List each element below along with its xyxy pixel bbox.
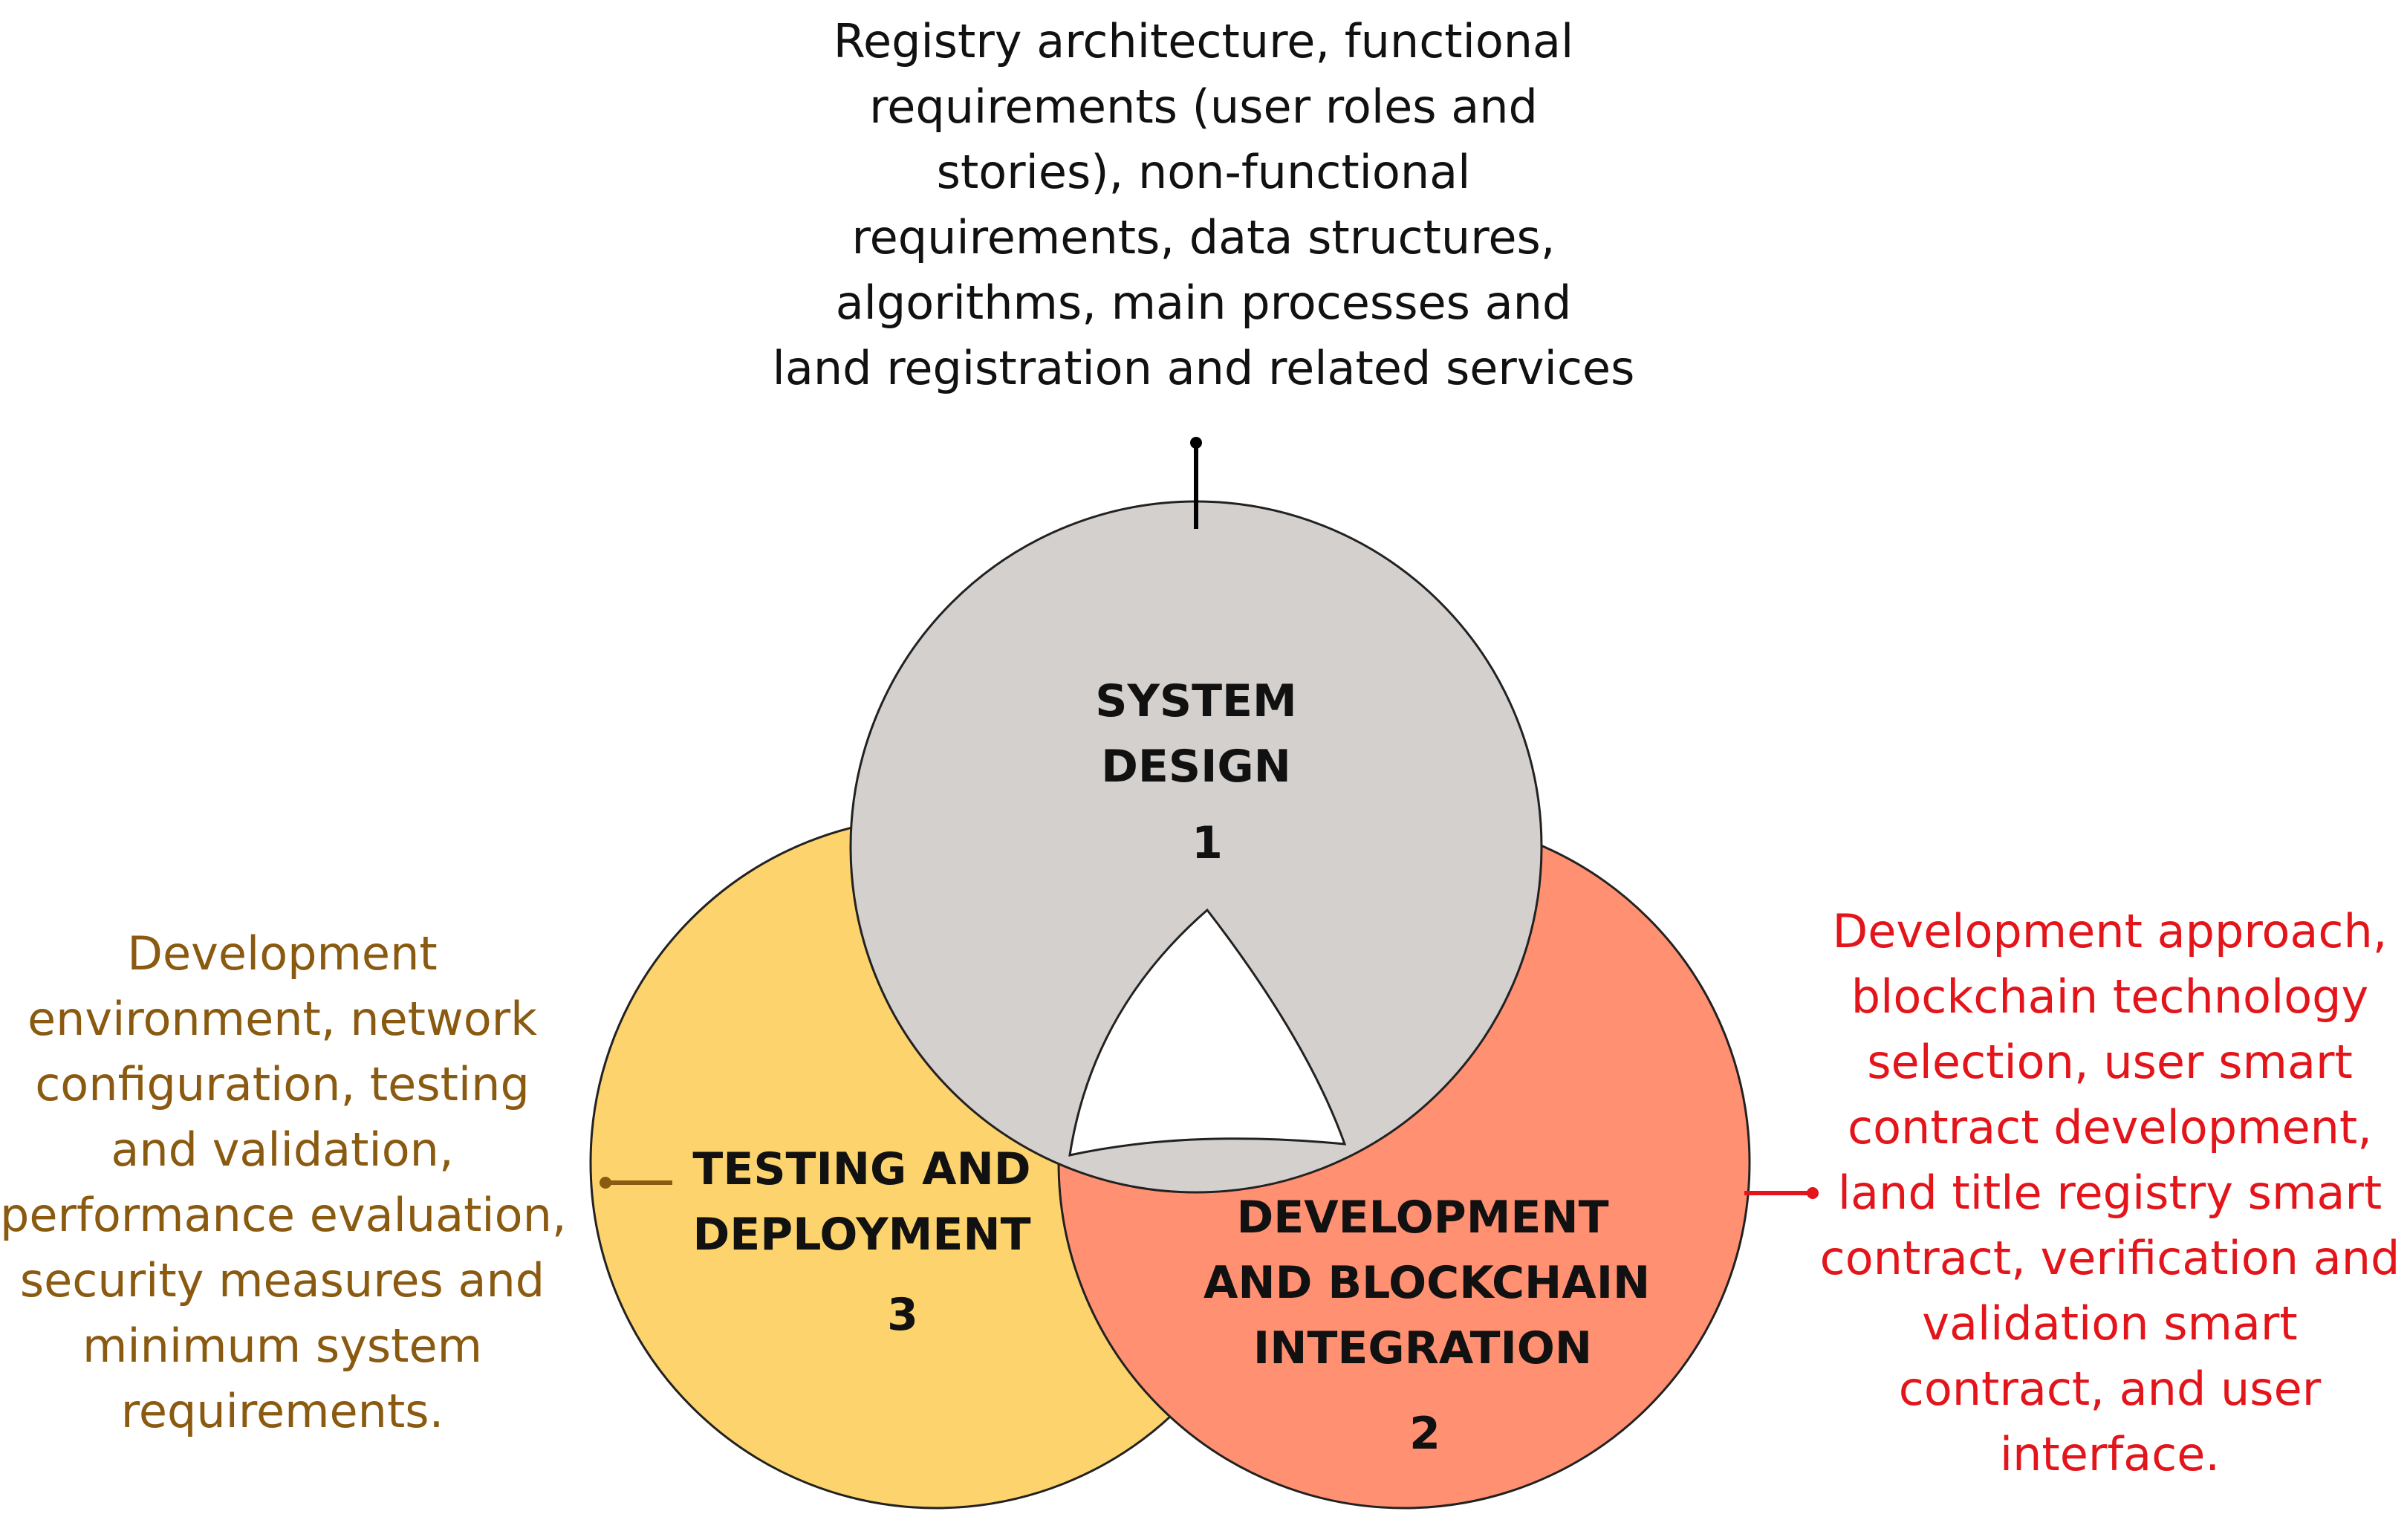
description-line: Registry architecture, functional bbox=[833, 14, 1574, 68]
description-line: security measures and bbox=[19, 1253, 545, 1307]
description-line: minimum system bbox=[82, 1319, 483, 1373]
system-design-description: Registry architecture, functional requir… bbox=[765, 9, 1642, 401]
top-connector-dot bbox=[1190, 437, 1202, 449]
description-line: configuration, testing bbox=[35, 1057, 530, 1111]
description-line: stories), non-functional bbox=[936, 145, 1471, 199]
phase-label-line: TESTING AND bbox=[692, 1143, 1031, 1195]
testing-deployment-description: Development environment, network configu… bbox=[0, 921, 567, 1444]
description-line: Development approach, bbox=[1832, 904, 2388, 958]
development-number: 2 bbox=[1409, 1408, 1440, 1460]
development-label: DEVELOPMENT AND BLOCKCHAIN INTEGRATION bbox=[1204, 1185, 1651, 1381]
center-empty-region bbox=[1068, 908, 1347, 1157]
system-design-label: SYSTEM DESIGN bbox=[1010, 669, 1382, 799]
description-line: requirements. bbox=[120, 1384, 444, 1438]
testing-deployment-label: TESTING AND DEPLOYMENT bbox=[669, 1137, 1055, 1267]
description-line: contract, and user bbox=[1898, 1362, 2322, 1416]
development-description: Development approach, blockchain technol… bbox=[1813, 899, 2407, 1487]
phase-label-line: DEPLOYMENT bbox=[692, 1209, 1031, 1261]
phase-label-line: DEVELOPMENT bbox=[1236, 1192, 1609, 1244]
left-connector-dot bbox=[600, 1177, 611, 1189]
description-line: Development bbox=[127, 926, 438, 981]
phase-label-line: INTEGRATION bbox=[1253, 1322, 1593, 1374]
right-connector-dot bbox=[1807, 1187, 1819, 1199]
testing-deployment-number: 3 bbox=[887, 1289, 918, 1341]
description-line: contract development, bbox=[1848, 1100, 2372, 1154]
phase-label-line: DESIGN bbox=[1101, 741, 1291, 793]
description-line: selection, user smart bbox=[1867, 1035, 2353, 1089]
phase-label-line: SYSTEM bbox=[1095, 675, 1297, 727]
description-line: requirements (user roles and bbox=[869, 79, 1538, 134]
description-line: requirements, data structures, bbox=[851, 210, 1556, 264]
description-line: algorithms, main processes and bbox=[835, 276, 1572, 330]
description-line: contract, verification and bbox=[1819, 1231, 2400, 1285]
description-line: environment, network bbox=[27, 992, 538, 1046]
description-line: blockchain technology bbox=[1851, 969, 2369, 1024]
description-line: and validation, bbox=[111, 1122, 454, 1177]
description-line: land registration and related services bbox=[772, 341, 1635, 395]
description-line: performance evaluation, bbox=[0, 1188, 567, 1242]
description-line: land title registry smart bbox=[1837, 1166, 2382, 1220]
system-design-number: 1 bbox=[1192, 817, 1223, 869]
description-line: validation smart bbox=[1922, 1296, 2298, 1351]
phase-label-line: AND BLOCKCHAIN bbox=[1204, 1257, 1651, 1309]
description-line: interface. bbox=[1999, 1427, 2221, 1481]
